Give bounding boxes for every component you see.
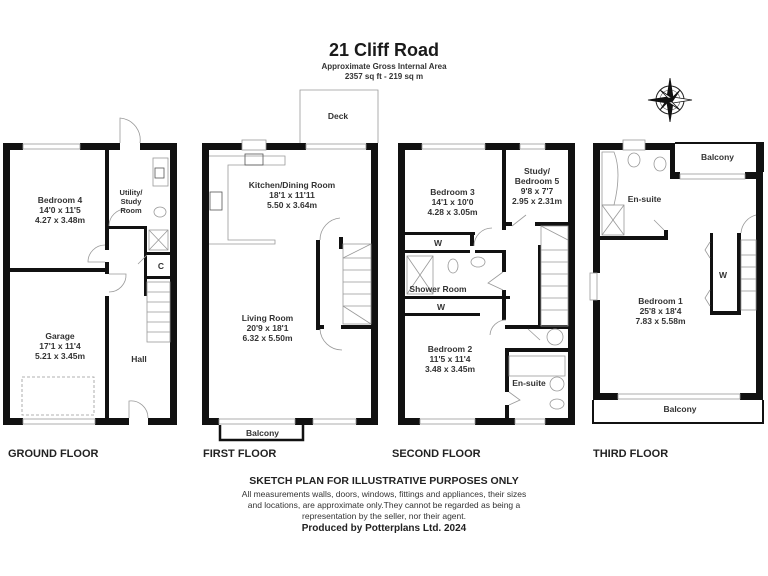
plan-title: 21 Cliff Road [328,40,439,60]
compass-rose-icon [647,77,693,123]
room-shower-room: Shower Room [409,284,467,294]
ground-floor-plan [3,117,177,425]
floor-label-second: SECOND FLOOR [392,448,481,460]
room-bedroom-4: Bedroom 4 14'0 x 11'5 4.27 x 3.48m [34,195,86,225]
disclaimer-text: All measurements walls, doors, windows, … [241,489,527,521]
floor-label-first: FIRST FLOOR [203,448,277,460]
floor-label-ground: GROUND FLOOR [8,448,99,460]
second-floor-plan [398,143,575,425]
area-balcony-third-top: Balcony [700,152,735,162]
wardrobe-label-lower: W [436,302,446,312]
room-study-bedroom-5: Study/ Bedroom 5 9'8 x 7'7 2.95 x 2.31m [511,166,563,206]
area-value: 2357 sq ft - 219 sq m [344,72,424,81]
third-floor-plan [589,139,764,424]
room-bedroom-3: Bedroom 3 14'1 x 10'0 4.28 x 3.05m [427,187,478,217]
area-balcony-first: Balcony [245,428,280,438]
room-ensuite-second: En-suite [512,378,546,388]
area-label: Approximate Gross Internal Area [321,62,447,71]
cupboard-label: C [157,261,165,271]
disclaimer-heading: SKETCH PLAN FOR ILLUSTRATIVE PURPOSES ON… [249,475,519,487]
wardrobe-label-third: W [718,270,728,280]
room-ensuite-third: En-suite [627,194,662,204]
room-hall: Hall [131,354,147,364]
room-kitchen-dining: Kitchen/Dining Room 18'1 x 11'11 5.50 x … [248,180,336,210]
room-utility-study: Utility/ Study Room [119,188,143,215]
producer-credit: Produced by Potterplans Ltd. 2024 [301,523,467,534]
room-living-room: Living Room 20'9 x 18'1 6.32 x 5.50m [241,313,294,343]
floor-label-third: THIRD FLOOR [593,448,669,460]
area-deck: Deck [327,111,349,121]
area-balcony-third-bottom: Balcony [663,404,697,414]
room-garage: Garage 17'1 x 11'4 5.21 x 3.45m [34,331,86,361]
wardrobe-label-upper: W [433,238,443,248]
room-bedroom-1: Bedroom 1 25'8 x 18'4 7.83 x 5.58m [635,296,686,326]
room-bedroom-2: Bedroom 2 11'5 x 11'4 3.48 x 3.45m [424,344,476,374]
first-floor-plan [202,89,379,442]
